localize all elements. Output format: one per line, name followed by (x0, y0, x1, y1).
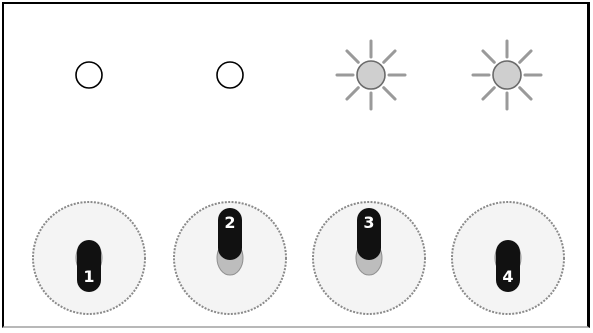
indicator-light-off-icon (217, 62, 243, 88)
indicator-light-on-icon (357, 61, 385, 89)
switch-label: 2 (224, 213, 235, 232)
toggle-switch-2[interactable]: 2 (174, 202, 286, 314)
toggle-switch-1[interactable]: 1 (33, 202, 145, 314)
indicator-lights (76, 41, 541, 109)
indicator-light-off-icon (76, 62, 102, 88)
toggle-switches[interactable]: 1 2 3 4 (33, 202, 564, 314)
switch-label: 3 (363, 213, 374, 232)
indicator-light-on-icon (493, 61, 521, 89)
indicator-light-2 (217, 62, 243, 88)
switch-label: 4 (502, 267, 513, 286)
indicator-light-3 (337, 41, 405, 109)
toggle-switch-3[interactable]: 3 (313, 202, 425, 314)
indicator-light-1 (76, 62, 102, 88)
toggle-switch-4[interactable]: 4 (452, 202, 564, 314)
switch-label: 1 (83, 267, 94, 286)
indicator-light-4 (473, 41, 541, 109)
